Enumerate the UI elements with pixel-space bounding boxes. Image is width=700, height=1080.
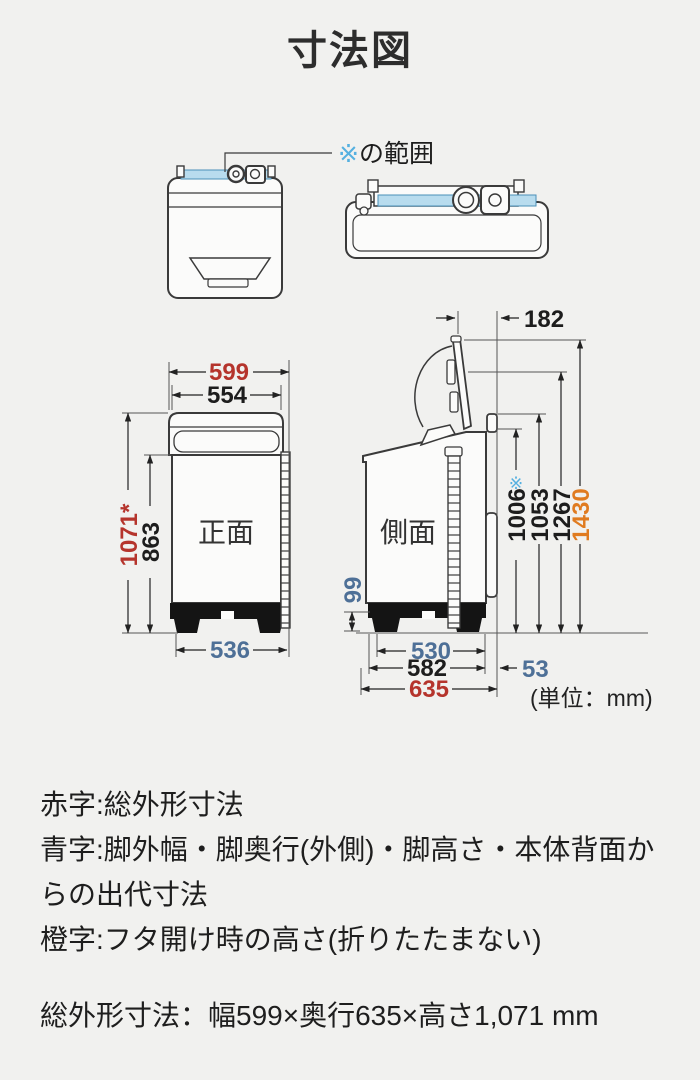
top-view-front	[167, 164, 283, 299]
side-view-machine: 側面	[362, 335, 498, 632]
drain-hose-side	[444, 446, 463, 629]
dimension-diagram: ※の範囲 正面	[116, 140, 653, 711]
front-view-dimensions: 599 554 536 1071* 863	[116, 359, 290, 664]
dim-back-clearance: 53	[522, 656, 549, 683]
range-mark: ※	[338, 140, 359, 168]
dim-back-top-height: 1006	[504, 488, 531, 541]
dim-lock-height: 1053	[527, 488, 554, 541]
dim-leg-depth: 530	[411, 638, 451, 665]
legend-red: 赤字:総外形寸法	[40, 789, 244, 820]
dim-leg-height: 99	[340, 577, 367, 604]
legend-blue: 青字:脚外幅・脚奥行(外側)・脚高さ・本体背面からの出代寸法	[40, 834, 655, 910]
dim-body-height: 863	[138, 522, 165, 562]
dim-lid-depth: 182	[524, 306, 564, 333]
drain-hose-front	[280, 451, 291, 629]
dim-overall-depth: 635	[409, 676, 449, 703]
dim-body-width: 554	[207, 382, 248, 409]
dim-lid-open-height: 1430	[568, 488, 595, 541]
dim-body-depth: 582	[407, 655, 447, 682]
front-view-label: 正面	[198, 517, 254, 548]
top-view-back	[345, 179, 549, 259]
legend: 赤字:総外形寸法 青字:脚外幅・脚奥行(外側)・脚高さ・本体背面からの出代寸法 …	[40, 782, 672, 1038]
page-title: 寸法図	[287, 29, 413, 73]
dim-lid-mid-height: 1267	[549, 488, 576, 541]
front-view-machine: 正面	[168, 412, 291, 633]
range-label: ※の範囲	[338, 140, 434, 168]
dim-leg-width: 536	[210, 637, 250, 664]
dim-overall-width: 599	[209, 359, 249, 386]
overall-dimensions-summary: 総外形寸法：幅599×奥行635×高さ1,071 mm	[40, 1000, 599, 1031]
dim-overall-height: 1071*	[116, 503, 143, 566]
side-view-label: 側面	[380, 517, 436, 548]
unit-note: (単位：mm)	[530, 685, 653, 711]
dim-back-top-mark: ※	[509, 474, 523, 493]
legend-orange: 橙字:フタ開け時の高さ(折りたたまない)	[40, 924, 542, 955]
side-view-dimensions: 182 ※ 1006 1053 1267 1430 99 530 582 635…	[340, 306, 648, 703]
range-callout: ※の範囲	[224, 140, 434, 172]
